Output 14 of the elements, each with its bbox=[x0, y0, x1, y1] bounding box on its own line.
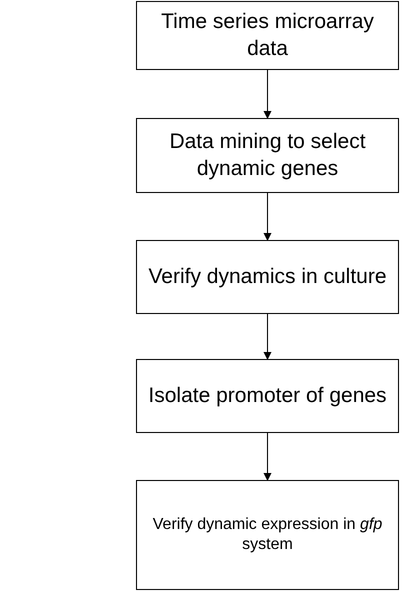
process-box bbox=[136, 240, 399, 314]
box-text: Isolate promoter of genes bbox=[148, 382, 387, 409]
box-text: Verify dynamics in culture bbox=[148, 264, 387, 290]
box-text: Data mining to select dynamic genes bbox=[168, 129, 367, 182]
process-box bbox=[136, 1, 399, 70]
process-box bbox=[136, 118, 399, 193]
arrow bbox=[264, 70, 272, 119]
arrow bbox=[264, 192, 272, 241]
arrow bbox=[264, 314, 272, 360]
box-text: Time series microarray data bbox=[160, 9, 375, 62]
box-text: Verify dynamic expression in gfp system bbox=[152, 515, 384, 555]
process-box bbox=[136, 480, 399, 590]
process-box bbox=[136, 359, 399, 433]
arrow bbox=[264, 432, 272, 481]
